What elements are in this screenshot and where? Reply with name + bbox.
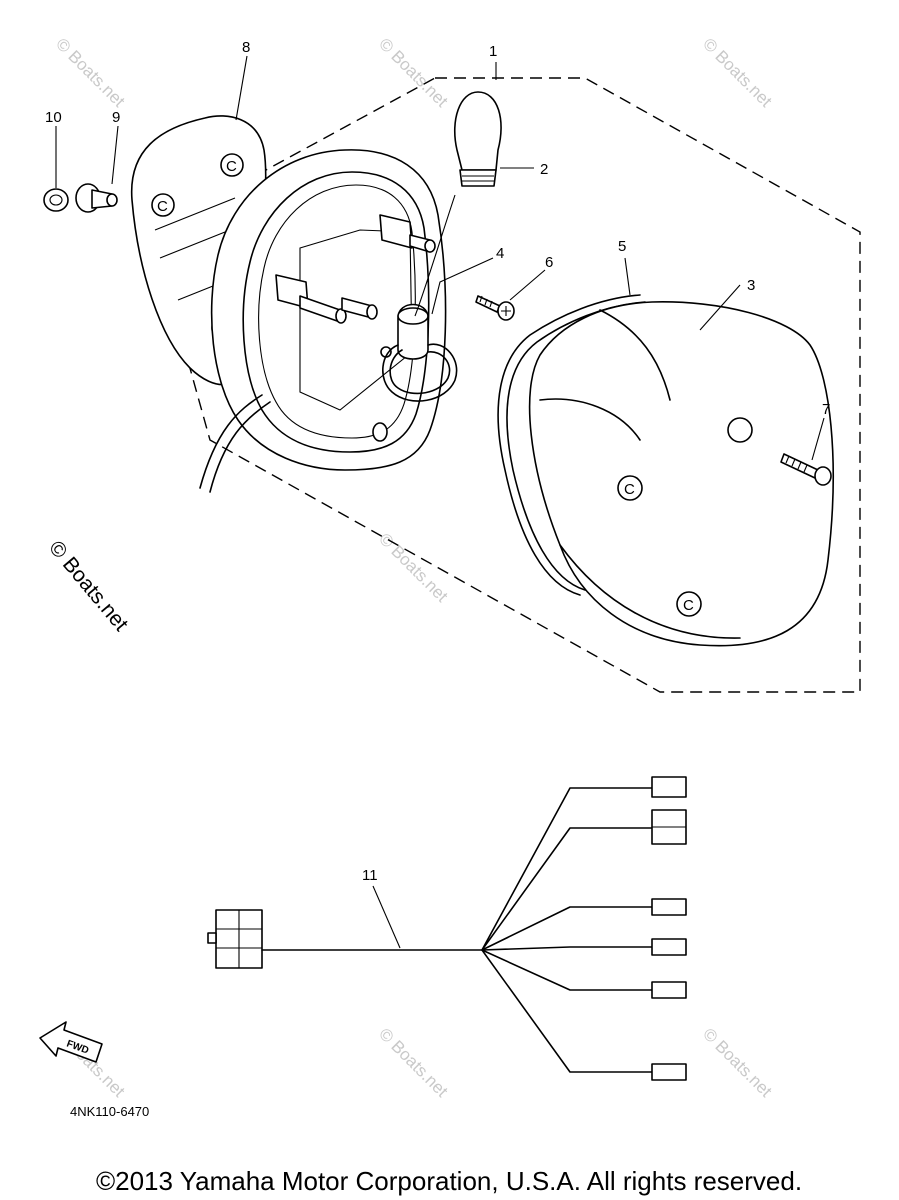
part-4-socket[interactable] — [380, 303, 458, 402]
part-11-wire-harness[interactable] — [207, 776, 687, 1081]
part-7-screw[interactable] — [780, 453, 832, 486]
callout-5: 5 — [618, 238, 626, 255]
fwd-arrow-icon: FWD — [39, 1021, 103, 1063]
callout-2: 2 — [540, 161, 548, 178]
copyright-notice: ©2013 Yamaha Motor Corporation, U.S.A. A… — [96, 1166, 802, 1196]
watermark-prominent: © Boats.net — [44, 536, 132, 635]
watermark: © Boats.net — [699, 1024, 776, 1101]
watermark: © Boats.net — [699, 34, 776, 111]
diagram-code: 4NK110-6470 — [70, 1104, 149, 1119]
part-9-bolt[interactable] — [75, 183, 118, 213]
part-3-lens[interactable]: C C — [528, 301, 834, 647]
tail-light-housing[interactable] — [199, 149, 447, 493]
part-10-nut[interactable] — [43, 188, 69, 212]
callout-4: 4 — [496, 245, 504, 262]
leader-lines — [55, 55, 825, 949]
callout-6: 6 — [545, 254, 553, 271]
svg-text:C: C — [226, 158, 237, 175]
callout-3: 3 — [747, 277, 755, 294]
callout-9: 9 — [112, 109, 120, 126]
svg-text:C: C — [683, 597, 694, 614]
watermark: © Boats.net — [375, 34, 452, 111]
callout-7: 7 — [822, 401, 830, 418]
watermark: © Boats.net — [375, 529, 452, 606]
part-5-gasket[interactable] — [497, 294, 646, 596]
watermark: © Boats.net — [375, 1024, 452, 1101]
callout-8: 8 — [242, 39, 250, 56]
callout-labels: 1 2 3 4 5 6 7 8 9 10 11 — [45, 39, 830, 884]
part-6-screw[interactable] — [475, 295, 515, 321]
watermark: © Boats.net — [52, 34, 129, 111]
callout-11: 11 — [362, 867, 378, 884]
svg-text:C: C — [624, 481, 635, 498]
svg-text:C: C — [157, 198, 168, 215]
callout-1: 1 — [489, 43, 497, 60]
part-2-bulb[interactable] — [453, 91, 502, 187]
callout-10: 10 — [45, 109, 62, 126]
